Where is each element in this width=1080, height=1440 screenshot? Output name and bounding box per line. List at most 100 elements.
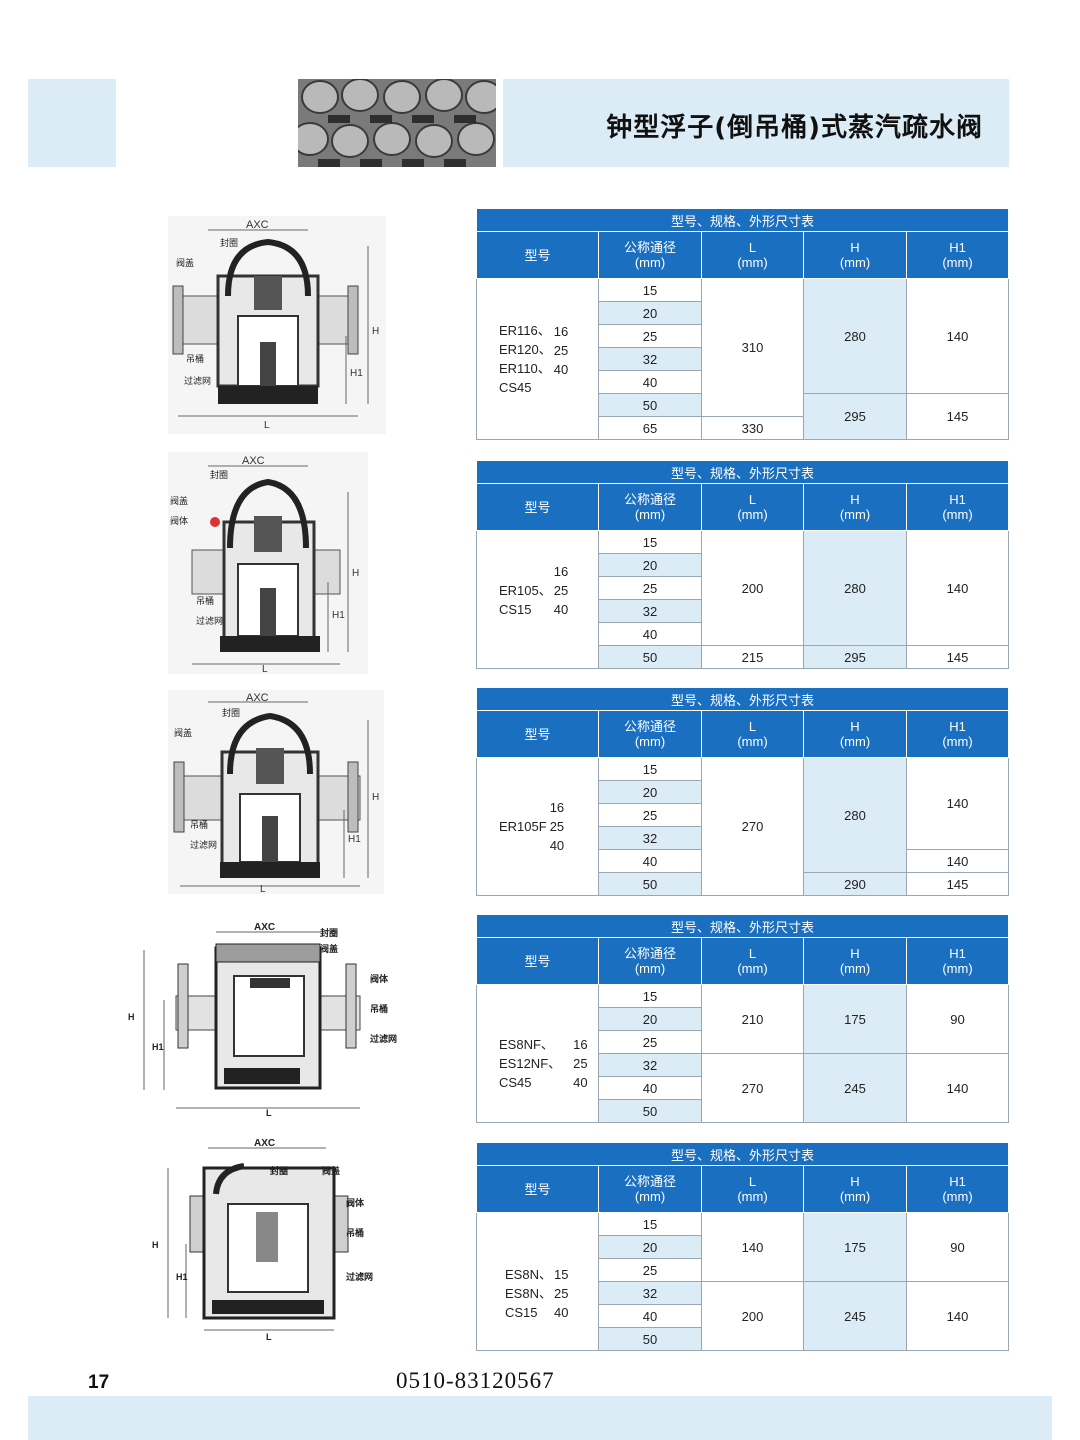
table-row: 32 270 245 140 (477, 1053, 1010, 1123)
table-row: 50 290 145 (477, 872, 1010, 896)
page-number: 17 (88, 1372, 110, 1393)
table-row: 32 200 245 140 (477, 1281, 1010, 1351)
l-cell: 140 (701, 1212, 804, 1282)
table-row: 65 330 (477, 416, 1009, 440)
label-filter: 过滤网 (190, 839, 217, 850)
table-caption: 型号、规格、外形尺寸表 (475, 1142, 1010, 1166)
label-axc: AXC (246, 692, 269, 704)
h-cell: 295 (803, 645, 907, 669)
dn-cell: 15 (598, 757, 702, 781)
col-dn: 公称通径(mm) (598, 937, 702, 985)
table-row: 50 (477, 1327, 1009, 1351)
label-filter: 过滤网 (196, 615, 223, 626)
label-h1: H1 (332, 610, 345, 621)
model-cell: ES8N、 ES8N、 CS15 15 25 40 (476, 1212, 599, 1351)
dn-cell: 32 (598, 347, 702, 371)
dn-cell: 50 (598, 872, 702, 896)
table-row: 20 (477, 1007, 1009, 1031)
model-cell: ER105F 16 25 40 (476, 757, 599, 896)
col-h1: H1(mm) (905, 1165, 1010, 1213)
h1-cell: 145 (905, 645, 1010, 669)
dn-cell: 40 (598, 622, 702, 646)
label-l: L (266, 1332, 272, 1342)
h-cell: 175 (803, 984, 907, 1054)
table-row: 25 (477, 1030, 1009, 1054)
l-cell: 200 (701, 530, 804, 646)
label-cap: 阀盖 (174, 727, 192, 738)
label-axc: AXC (254, 922, 275, 933)
table-row: 40 (477, 1304, 1009, 1328)
table-row: 40 140 (477, 849, 1010, 873)
col-dn: 公称通径(mm) (598, 1165, 702, 1213)
valve-drawing-5: AXC 封圈 阀盖 阀体 吊桶 过滤网 H H1 L (146, 1134, 386, 1344)
label-seal: 封圈 (222, 707, 240, 718)
dn-cell: 25 (598, 803, 702, 827)
table-row: ER105、 CS15 16 25 40 15 200 280 140 (476, 530, 1010, 669)
h1-cell: 145 (905, 393, 1010, 440)
dn-cell: 40 (598, 1076, 702, 1100)
dn-cell: 65 (598, 416, 702, 440)
page-title: 钟型浮子(倒吊桶)式蒸汽疏水阀 (606, 113, 983, 143)
dn-cell: 25 (598, 324, 702, 348)
table-row: 20 (477, 780, 1009, 804)
label-seal: 封圈 (320, 927, 338, 938)
table-caption: 型号、规格、外形尺寸表 (475, 460, 1010, 484)
dn-cell: 40 (598, 370, 702, 394)
dn-cell: 15 (598, 984, 702, 1008)
h1-cell: 140 (905, 1281, 1010, 1351)
label-body: 阀体 (346, 1197, 365, 1208)
header-left-block (28, 79, 116, 167)
col-model: 型号 (476, 1165, 599, 1213)
table-row: ER105F 16 25 40 15 270 280 140 (476, 757, 1010, 896)
col-dn: 公称通径(mm) (598, 710, 702, 758)
col-model: 型号 (476, 483, 599, 531)
dn-cell: 25 (598, 1030, 702, 1054)
dn-cell: 50 (598, 393, 702, 417)
table-caption: 型号、规格、外形尺寸表 (475, 914, 1010, 938)
l-cell: 330 (701, 416, 804, 440)
phone-number: 0510-83120567 (396, 1368, 555, 1393)
label-bucket: 吊桶 (370, 1003, 388, 1014)
table-header-row: 型号 公称通径(mm) L(mm) H(mm) H1(mm) (476, 483, 1010, 531)
label-cap: 阀盖 (170, 495, 188, 506)
label-bucket: 吊桶 (196, 595, 214, 606)
table-row: ES8N、 ES8N、 CS15 15 25 40 15 140 175 90 (476, 1212, 1010, 1351)
valve-drawing-4: AXC 封圈 阀盖 阀体 吊桶 过滤网 H H1 L (124, 918, 414, 1118)
h1-cell: 140 (905, 849, 1010, 873)
col-model: 型号 (476, 231, 599, 279)
dn-cell: 20 (598, 1007, 702, 1031)
table-header-row: 型号 公称通径(mm) L(mm) H(mm) H1(mm) (476, 710, 1010, 758)
h1-cell: 90 (905, 1212, 1010, 1282)
dn-cell: 20 (598, 301, 702, 325)
dn-cell: 15 (598, 530, 702, 554)
h-cell: 245 (803, 1053, 907, 1123)
h1-cell: 145 (905, 872, 1010, 896)
label-filter: 过滤网 (184, 375, 211, 386)
header-product-photo (298, 79, 496, 167)
label-bucket: 吊桶 (346, 1227, 364, 1238)
col-l: L(mm) (701, 1165, 804, 1213)
label-bucket: 吊桶 (190, 819, 208, 830)
col-h: H(mm) (803, 937, 907, 985)
label-h1: H1 (152, 1042, 164, 1052)
label-body: 阀体 (370, 973, 389, 984)
dn-cell: 20 (598, 553, 702, 577)
l-cell: 210 (701, 984, 804, 1054)
label-h: H (128, 1012, 135, 1022)
table-row: 20 (477, 1235, 1009, 1259)
col-h1: H1(mm) (905, 483, 1010, 531)
dn-cell: 25 (598, 1258, 702, 1282)
col-h: H(mm) (803, 710, 907, 758)
dn-cell: 50 (598, 645, 702, 669)
label-axc: AXC (242, 455, 265, 467)
dn-cell: 32 (598, 1053, 702, 1077)
table-header-row: 型号 公称通径(mm) L(mm) H(mm) H1(mm) (476, 937, 1010, 985)
table-row: 50 (477, 1099, 1009, 1123)
l-cell: 310 (701, 278, 804, 417)
footer-bar (28, 1396, 1052, 1440)
dn-cell: 40 (598, 849, 702, 873)
model-cell: ER116、 ER120、 ER110、 CS45 16 25 40 (476, 278, 599, 440)
dn-cell: 32 (598, 1281, 702, 1305)
table-row: 32 (477, 826, 1009, 850)
col-dn: 公称通径(mm) (598, 483, 702, 531)
